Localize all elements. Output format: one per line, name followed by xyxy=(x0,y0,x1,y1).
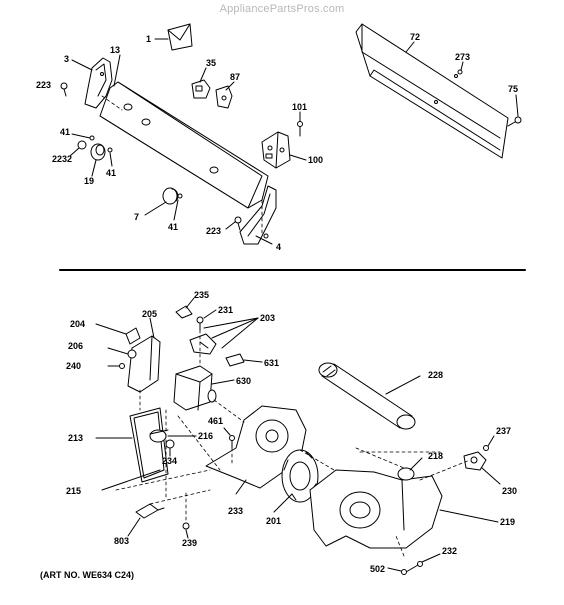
part-35-switch[interactable] xyxy=(191,79,211,99)
label-273: 273 xyxy=(455,52,470,62)
label-230: 230 xyxy=(502,486,517,496)
label-205: 205 xyxy=(142,309,157,319)
label-237: 237 xyxy=(496,426,511,436)
part-630-motor[interactable] xyxy=(173,365,217,411)
part-216-idler-pulley[interactable] xyxy=(149,429,169,443)
part-461-screw[interactable] xyxy=(229,435,235,449)
part-2232-knob-insert[interactable] xyxy=(77,140,87,150)
label-215: 215 xyxy=(66,486,81,496)
part-19-knob[interactable] xyxy=(90,143,106,161)
label-461: 461 xyxy=(208,416,223,426)
label-3: 3 xyxy=(64,54,69,64)
label-239: 239 xyxy=(182,538,197,548)
label-201: 201 xyxy=(266,516,281,526)
part-206-fastener[interactable] xyxy=(127,349,137,359)
part-218-duct-seal[interactable] xyxy=(397,467,415,481)
part-87-switch[interactable] xyxy=(215,85,233,109)
label-19: 19 xyxy=(84,176,94,186)
part-3-endcap-bracket[interactable] xyxy=(84,57,113,109)
label-223-bottom: 223 xyxy=(206,226,221,236)
label-41-a: 41 xyxy=(60,127,70,137)
label-502: 502 xyxy=(370,564,385,574)
label-35: 35 xyxy=(206,58,216,68)
part-502-screw[interactable] xyxy=(401,569,407,575)
part-230-thermostat[interactable] xyxy=(463,451,487,471)
callout-labels: 1 3 13 35 87 223 41 2232 19 41 7 41 223 … xyxy=(36,32,518,574)
label-41-c: 41 xyxy=(168,222,178,232)
label-13: 13 xyxy=(110,45,120,55)
label-234: 234 xyxy=(162,456,177,466)
label-803: 803 xyxy=(114,536,129,546)
label-72: 72 xyxy=(410,32,420,42)
part-205-bracket[interactable] xyxy=(127,335,161,393)
label-216: 216 xyxy=(198,431,213,441)
part-101-screw[interactable] xyxy=(297,121,303,137)
label-631: 631 xyxy=(264,358,279,368)
label-630: 630 xyxy=(236,376,251,386)
part-235-clip[interactable] xyxy=(175,305,193,319)
label-206: 206 xyxy=(68,341,83,351)
part-201-blower-wheel[interactable] xyxy=(281,449,319,503)
part-4-endcap-bracket[interactable] xyxy=(239,185,277,245)
label-1: 1 xyxy=(146,34,151,44)
part-41-knob-spring-b[interactable] xyxy=(107,147,113,153)
part-72-rear-panel[interactable] xyxy=(355,23,509,159)
part-13-control-panel[interactable] xyxy=(99,81,269,209)
part-204-clip[interactable] xyxy=(125,327,141,345)
label-204: 204 xyxy=(70,319,85,329)
part-223-screw-b[interactable] xyxy=(234,216,242,231)
part-228-duct[interactable] xyxy=(318,362,416,430)
part-631-connector[interactable] xyxy=(225,353,245,367)
part-237-screw[interactable] xyxy=(483,445,489,451)
label-228: 228 xyxy=(428,370,443,380)
part-231-screw[interactable] xyxy=(196,316,204,331)
part-234-idler-wheel[interactable] xyxy=(165,439,175,449)
part-213-belt[interactable] xyxy=(129,407,169,483)
part-41-knob-spring-a[interactable] xyxy=(89,135,95,141)
part-239-screw[interactable] xyxy=(182,522,190,530)
part-233-blower-housing[interactable] xyxy=(205,405,307,489)
watermark: AppliancePartsPros.com xyxy=(219,3,345,15)
part-41-knob-spring-c[interactable] xyxy=(177,193,183,199)
label-203: 203 xyxy=(260,313,275,323)
part-1-envelope[interactable] xyxy=(167,23,193,51)
label-235: 235 xyxy=(194,290,209,300)
assembly-guide-lines xyxy=(101,95,471,557)
part-273-clip[interactable] xyxy=(457,69,463,75)
part-100-timer[interactable] xyxy=(261,131,291,169)
label-223-top: 223 xyxy=(36,80,51,90)
label-101: 101 xyxy=(292,102,307,112)
part-219-blower-housing-front[interactable] xyxy=(309,469,443,549)
label-2232: 2232 xyxy=(52,154,72,164)
label-4: 4 xyxy=(276,242,281,252)
art-number: (ART NO. WE634 C24) xyxy=(40,570,135,580)
label-41-b: 41 xyxy=(106,168,116,178)
part-75-screw[interactable] xyxy=(507,116,522,127)
label-219: 219 xyxy=(500,517,515,527)
label-240: 240 xyxy=(66,361,81,371)
label-75: 75 xyxy=(508,84,518,94)
part-240-screw[interactable] xyxy=(119,363,125,369)
part-803-sensor[interactable] xyxy=(135,503,165,519)
label-7: 7 xyxy=(134,212,139,222)
label-231: 231 xyxy=(218,305,233,315)
label-213: 213 xyxy=(68,433,83,443)
label-87: 87 xyxy=(230,72,240,82)
part-232-screw[interactable] xyxy=(405,561,423,573)
part-7-knob[interactable] xyxy=(162,187,179,205)
part-223-screw-a[interactable] xyxy=(60,82,68,97)
label-100: 100 xyxy=(308,155,323,165)
part-203-wire-harness[interactable] xyxy=(189,333,217,355)
label-232: 232 xyxy=(442,546,457,556)
label-218: 218 xyxy=(428,451,443,461)
label-233: 233 xyxy=(228,506,243,516)
